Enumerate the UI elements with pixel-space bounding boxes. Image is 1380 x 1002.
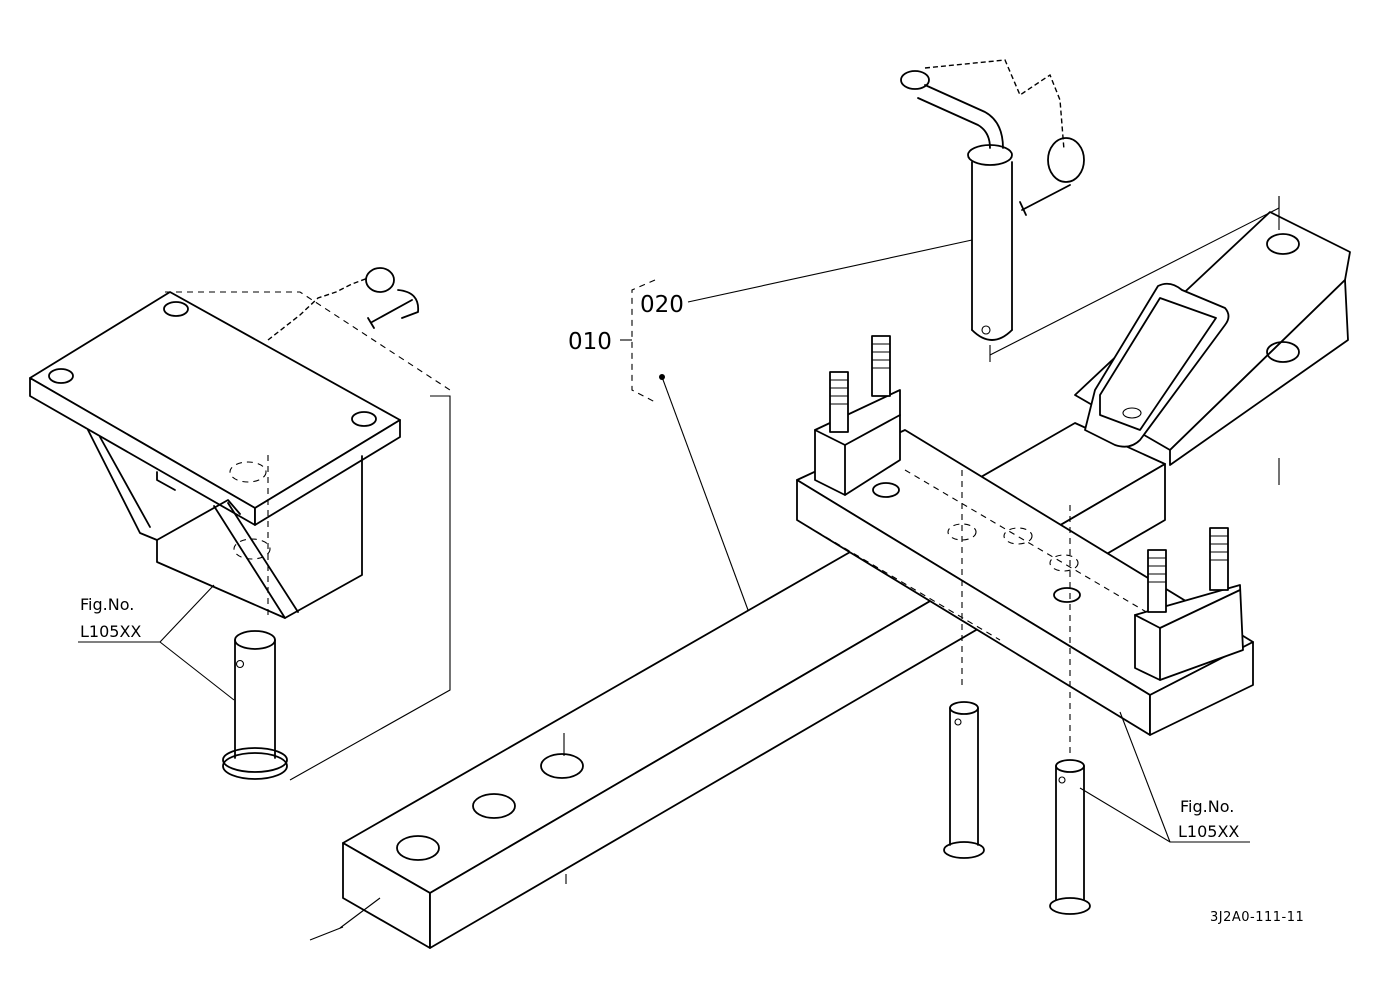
clevis-hitch [989,196,1351,485]
hitch-bracket [29,267,451,781]
callout-020: 020 [640,292,684,318]
drawing-code: 3J2A0-111-11 [1210,910,1304,925]
left-ref-line1: Fig.No. [80,595,134,614]
lower-pins [943,470,1091,915]
right-ref-line2: L105XX [1178,822,1239,841]
hitch-pin-with-chain [900,59,1085,362]
drawbar [309,422,1166,949]
left-ref-line2: L105XX [80,622,141,641]
callout-leaders [78,239,1250,843]
cross-bracket [796,335,1254,736]
callout-010: 010 [568,329,612,355]
right-ref-line1: Fig.No. [1180,797,1234,816]
